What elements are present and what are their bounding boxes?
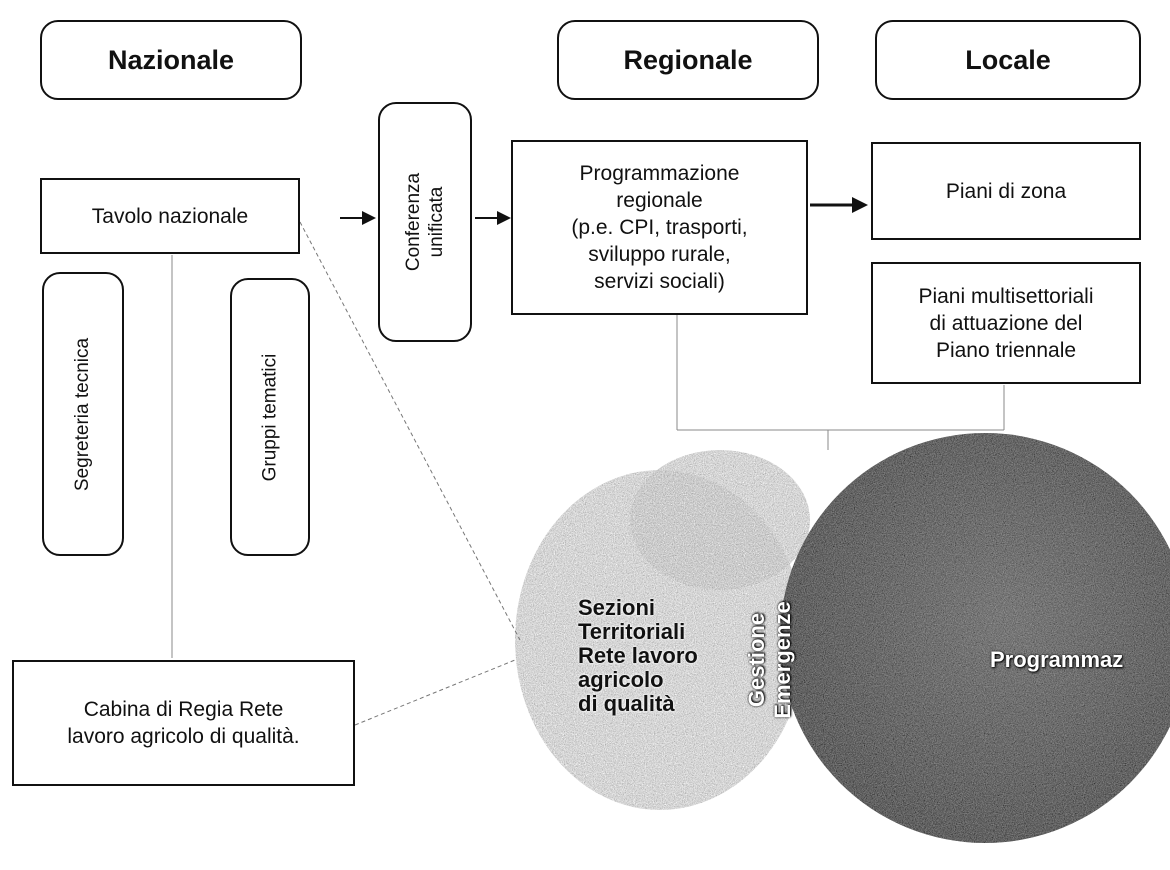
programmazione-line-5: servizi sociali) (594, 270, 725, 293)
conferenza-unificata-box: Conferenza unificata (378, 102, 472, 342)
cabina-di-regia-box: Cabina di Regia Rete lavoro agricolo di … (12, 660, 355, 786)
sezioni-line-2: Territoriali (578, 619, 686, 644)
programmazione-line-2: regionale (616, 189, 703, 212)
gestione-line-2: Emergenze (770, 601, 795, 719)
gruppi-tematici-label: Gruppi tematici (259, 353, 281, 481)
piani-multi-line-1: Piani multisettoriali (918, 284, 1094, 308)
piani-multi-line-3: Piano triennale (935, 338, 1077, 362)
conferenza-line-2: unificata (426, 186, 448, 258)
piani-multi-line-2: di attuazione del (929, 311, 1083, 335)
header-locale: Locale (875, 20, 1141, 100)
sezioni-cloud (515, 450, 810, 810)
sezioni-line-4: agricolo (578, 667, 664, 692)
sezioni-line-1: Sezioni (578, 595, 656, 620)
programmazione-line-1: Programmazione (579, 162, 740, 185)
sezioni-line-5: di qualità (578, 691, 675, 716)
programmazione-regionale-box: Programmazione regionale (p.e. CPI, tras… (511, 140, 808, 315)
sezioni-line-3: Rete lavoro (578, 643, 698, 668)
piani-multisettoriali-box: Piani multisettoriali di attuazione del … (871, 262, 1141, 384)
conferenza-line-1: Conferenza (403, 172, 425, 272)
header-regionale: Regionale (557, 20, 819, 100)
gestione-emergenze-label: Gestione Emergenze (744, 570, 796, 750)
header-nazionale: Nazionale (40, 20, 302, 100)
programmazione-circle-label: Programmaz (990, 647, 1124, 672)
header-locale-label: Locale (965, 44, 1051, 75)
tavolo-nazionale-label: Tavolo nazionale (91, 204, 249, 228)
segreteria-tecnica-label: Segreteria tecnica (72, 337, 94, 491)
cabina-line-2: lavoro agricolo di qualità. (67, 725, 300, 748)
tavolo-nazionale-box: Tavolo nazionale (40, 178, 300, 254)
sezioni-territoriali-label: Sezioni Territoriali Rete lavoro agricol… (578, 596, 698, 716)
gestione-circle (780, 433, 1170, 843)
piani-di-zona-label: Piani di zona (945, 179, 1067, 203)
programmazione-line-4: sviluppo rurale, (588, 243, 731, 266)
gruppi-tematici-box: Gruppi tematici (230, 278, 310, 556)
gestione-line-1: Gestione (744, 612, 769, 708)
header-nazionale-label: Nazionale (107, 44, 235, 75)
header-regionale-label: Regionale (623, 44, 753, 75)
piani-di-zona-box: Piani di zona (871, 142, 1141, 240)
segreteria-tecnica-box: Segreteria tecnica (42, 272, 124, 556)
programmazione-line-3: (p.e. CPI, trasporti, (571, 216, 748, 239)
conferenza-unificata-label: Conferenza unificata (402, 173, 448, 271)
cabina-line-1: Cabina di Regia Rete (83, 698, 284, 721)
